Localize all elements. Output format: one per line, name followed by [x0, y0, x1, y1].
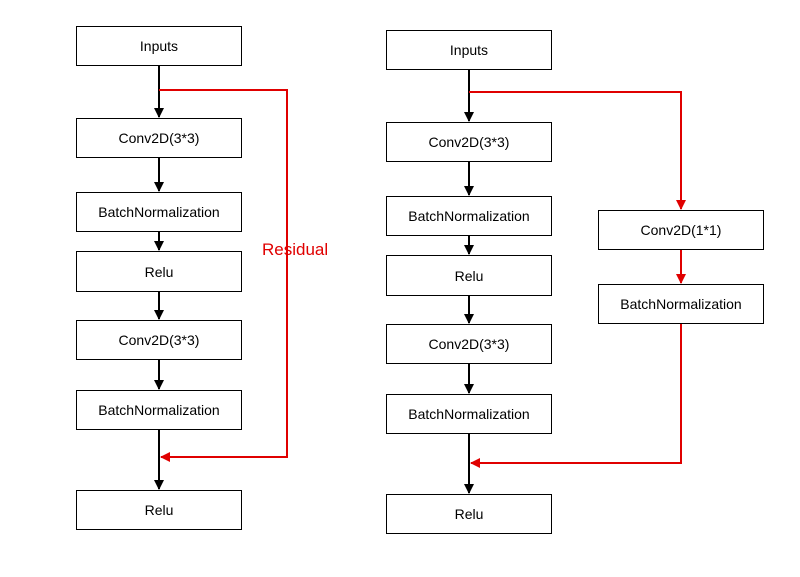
right-shortcut-batchnorm-box: BatchNormalization: [598, 284, 764, 324]
left-batchnorm-box-1: BatchNormalization: [76, 192, 242, 232]
right-shortcut-merge: [470, 324, 682, 468]
right-conv2d-3x3-box-2: Conv2D(3*3): [386, 324, 552, 364]
right-batchnorm-box-2: BatchNormalization: [386, 394, 552, 434]
left-inputs-box: Inputs: [76, 26, 242, 66]
left-relu-box-1: Relu: [76, 251, 242, 292]
left-conv2d-3x3-box-2: Conv2D(3*3): [76, 320, 242, 360]
left-batchnorm-box-2: BatchNormalization: [76, 390, 242, 430]
right-relu-box-1: Relu: [386, 255, 552, 296]
right-shortcut-conv2d-1x1-box: Conv2D(1*1): [598, 210, 764, 250]
right-conv2d-3x3-box-1: Conv2D(3*3): [386, 122, 552, 162]
left-relu-output-box: Relu: [76, 490, 242, 530]
right-relu-output-box: Relu: [386, 494, 552, 534]
left-conv2d-3x3-box-1: Conv2D(3*3): [76, 118, 242, 158]
right-inputs-box: Inputs: [386, 30, 552, 70]
right-batchnorm-box-1: BatchNormalization: [386, 196, 552, 236]
right-shortcut-to-conv1x1: [469, 91, 686, 210]
residual-label: Residual: [262, 240, 329, 259]
left-residual-connection: [159, 89, 288, 462]
